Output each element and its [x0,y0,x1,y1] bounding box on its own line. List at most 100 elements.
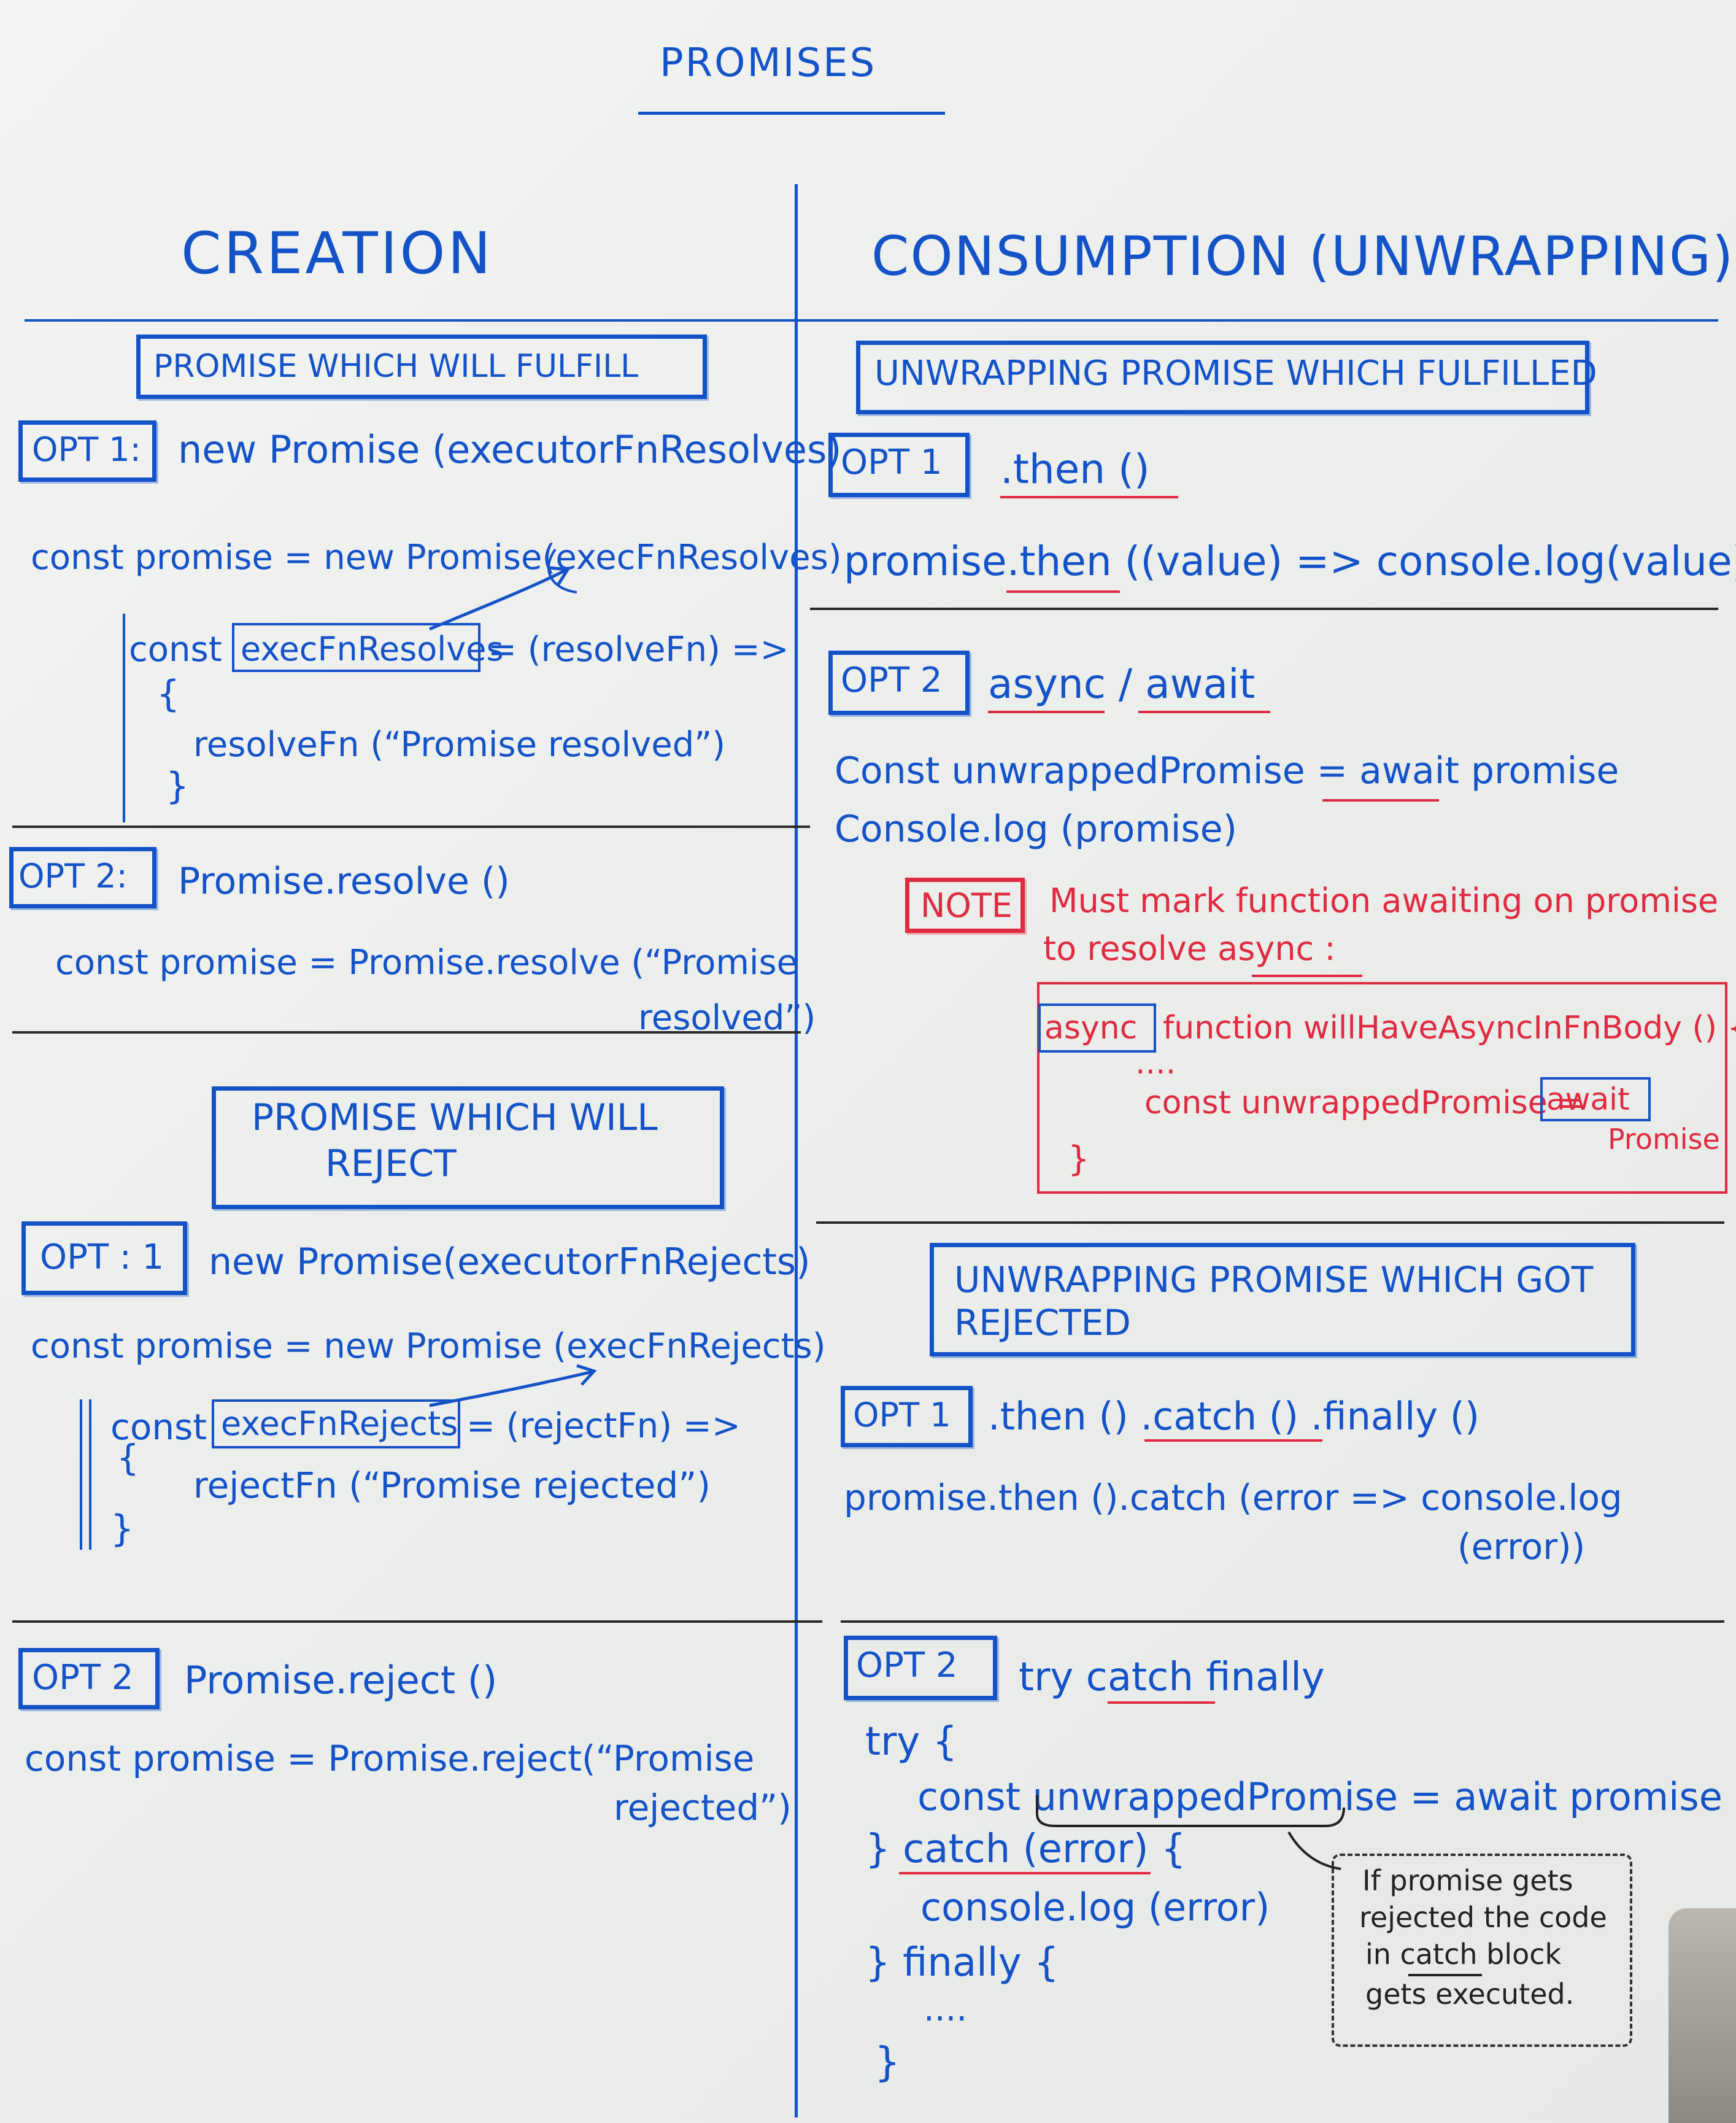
opt2-reject-line1: const promise = Promise.reject(“Promise [25,1738,755,1779]
catch-note-4: gets executed. [1365,1978,1575,2011]
try-line2: const unwrappedPromise = await promise [917,1774,1722,1819]
reject-header-line2: REJECT [325,1142,457,1185]
catch-note-2: rejected the code [1359,1901,1607,1934]
c-opt1-tag-box [828,433,970,497]
opt1-reject-line2-rest: = (rejectFn) => [466,1406,741,1446]
code-async: async [1044,1010,1138,1046]
note-tag: NOTE [920,886,1013,925]
consumption-divider-3 [841,1620,1724,1623]
code-fn: function willHaveAsyncInFnBody () { [1163,1010,1736,1046]
catch-error-underline [899,1872,1151,1874]
resolves-oval [547,548,577,594]
opt2-line2: resolved”) [638,998,816,1038]
heading-divider [25,319,1718,322]
rejected-header-line1: UNWRAPPING PROMISE WHICH GOT [954,1259,1594,1301]
fulfill-header-box [136,334,707,399]
opt1-label: new Promise (executorFnResolves) [178,427,842,472]
fulfilled-header-box [856,341,1589,414]
c-opt2-reject-label: try catch finally [1019,1655,1325,1700]
opt1-line2-name: execFnResolves [241,630,504,668]
reject-header-line1: PROMISE WHICH WILL [252,1096,658,1139]
catch-note-1: If promise gets [1362,1864,1573,1897]
rejects-arrowhead [576,1364,597,1386]
opt2-reject-tag-box [18,1648,160,1709]
creation-divider-1 [12,826,810,828]
reject-header-box [212,1086,724,1209]
catch-annotation-box [1332,1854,1632,2047]
opt1-reject-line4: rejectFn (“Promise rejected”) [193,1464,711,1506]
opt1-reject-code-bar-2 [89,1399,91,1550]
opt2-label: Promise.resolve () [178,860,510,903]
promise-then-underline [1006,590,1120,593]
async-keyword-box [1038,1003,1156,1053]
consumption-heading: CONSUMPTION (UNWRAPPING) [871,225,1735,288]
resolves-arrow [429,569,566,631]
fulfilled-header: UNWRAPPING PROMISE WHICH FULFILLED [874,354,1597,393]
opt1-tag-box [18,420,156,482]
opt1-reject-label: new Promise(executorFnRejects) [209,1240,811,1283]
note-line1: Must mark function awaiting on promise [1049,881,1719,920]
c-opt1-reject-line1: promise.then ().catch (error => console.… [844,1477,1622,1518]
opt1-reject-line5: } [110,1507,134,1550]
fulfill-header: PROMISE WHICH WILL FULFILL [153,348,639,385]
rejected-header-line2: REJECTED [954,1302,1131,1344]
opt1-line1: const promise = new Promise(execFnResolv… [31,538,842,578]
rejects-arrow [429,1370,593,1407]
board-frame-corner [1668,1908,1736,2123]
code-dots: .... [1135,1045,1176,1081]
exec-fn-rejects-box [212,1399,460,1448]
try-line1: try { [865,1719,958,1765]
opt2-tag: OPT 2: [18,857,128,895]
c-opt1-reject-tag-box [841,1386,973,1447]
note-line2: to resolve async : [1043,929,1336,968]
c-opt1-label: .then () [1000,446,1150,493]
center-divider [795,184,798,2117]
c-opt1-reject-line2: (error)) [1457,1526,1586,1568]
consumption-divider-1 [810,608,1718,610]
code-promise: Promise [1608,1123,1720,1156]
opt1-line5: } [166,765,190,808]
opt1-reject-line3: { [117,1437,139,1479]
try-line6: .... [924,1989,968,2029]
c-opt2-tag: OPT 2 [841,660,943,700]
note-tag-box [905,878,1025,933]
rejected-header-box [930,1243,1635,1356]
code-await: await [1546,1081,1630,1117]
opt2-reject-line2: rejected”) [614,1787,792,1828]
opt1-code-bar [123,614,125,822]
title-underline [638,112,945,115]
note-async-underline [1252,975,1362,977]
c-opt2-line2: Console.log (promise) [835,808,1238,851]
opt1-tag: OPT 1: [32,430,141,469]
opt1-reject-code-bar [80,1399,82,1550]
opt1-reject-line2-name: execFnRejects [221,1404,458,1443]
opt2-reject-label: Promise.reject () [184,1658,498,1703]
opt2-tag-box [9,847,156,908]
try-catch-underline [1108,1701,1215,1704]
c-opt2-reject-tag: OPT 2 [856,1645,958,1685]
code-close: } [1068,1139,1090,1179]
code-const: const unwrappedPromise = [1144,1085,1584,1121]
try-line4: console.log (error) [920,1885,1270,1930]
await-underline [1138,711,1270,713]
c-opt2-line1: Const unwrappedPromise = await promise [835,749,1619,792]
opt2-line1: const promise = Promise.resolve (“Promis… [55,943,798,983]
c-opt2-reject-tag-box [844,1636,997,1700]
opt1-reject-line1: const promise = new Promise (execFnRejec… [31,1326,826,1366]
resolves-arrowhead [549,566,571,586]
await-keyword-box [1540,1077,1651,1121]
catch-note-3: in catch block [1365,1938,1562,1971]
c-opt2-tag-box [828,651,970,715]
c-opt1-reject-label: .then () .catch () .finally () [988,1394,1480,1439]
opt1-line2-const: const [129,630,222,670]
async-underline [988,711,1105,713]
creation-divider-3 [12,1620,822,1623]
c-opt1-line1: promise.then ((value) => console.log(val… [844,538,1736,585]
opt1-reject-tag: OPT : 1 [40,1237,164,1277]
c-opt1-tag: OPT 1 [841,443,943,482]
bracket-to-note [1287,1831,1341,1870]
c-opt1-reject-tag: OPT 1 [853,1396,951,1434]
exec-fn-resolves-box [232,623,480,672]
